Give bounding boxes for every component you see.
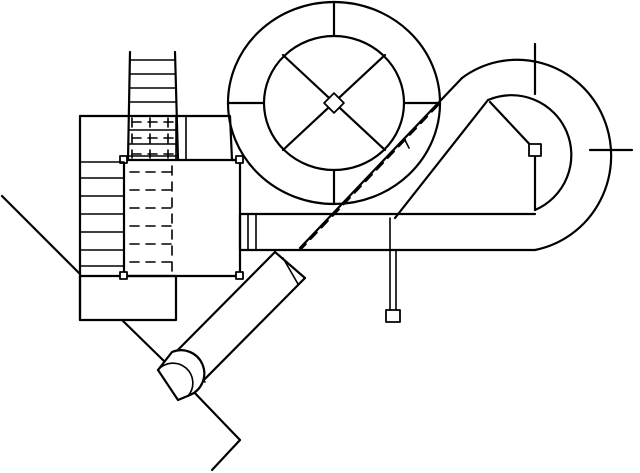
stairs [79,161,125,267]
ground-outline [0,194,242,472]
straight-slide [156,250,307,402]
hanging-post [385,217,401,323]
ladder [126,50,180,162]
spiral-slide-small [460,42,634,252]
swing-beam [238,212,537,252]
tube-slide [298,76,490,252]
spiral-slide-large [226,0,442,206]
platform-tower [78,114,244,322]
